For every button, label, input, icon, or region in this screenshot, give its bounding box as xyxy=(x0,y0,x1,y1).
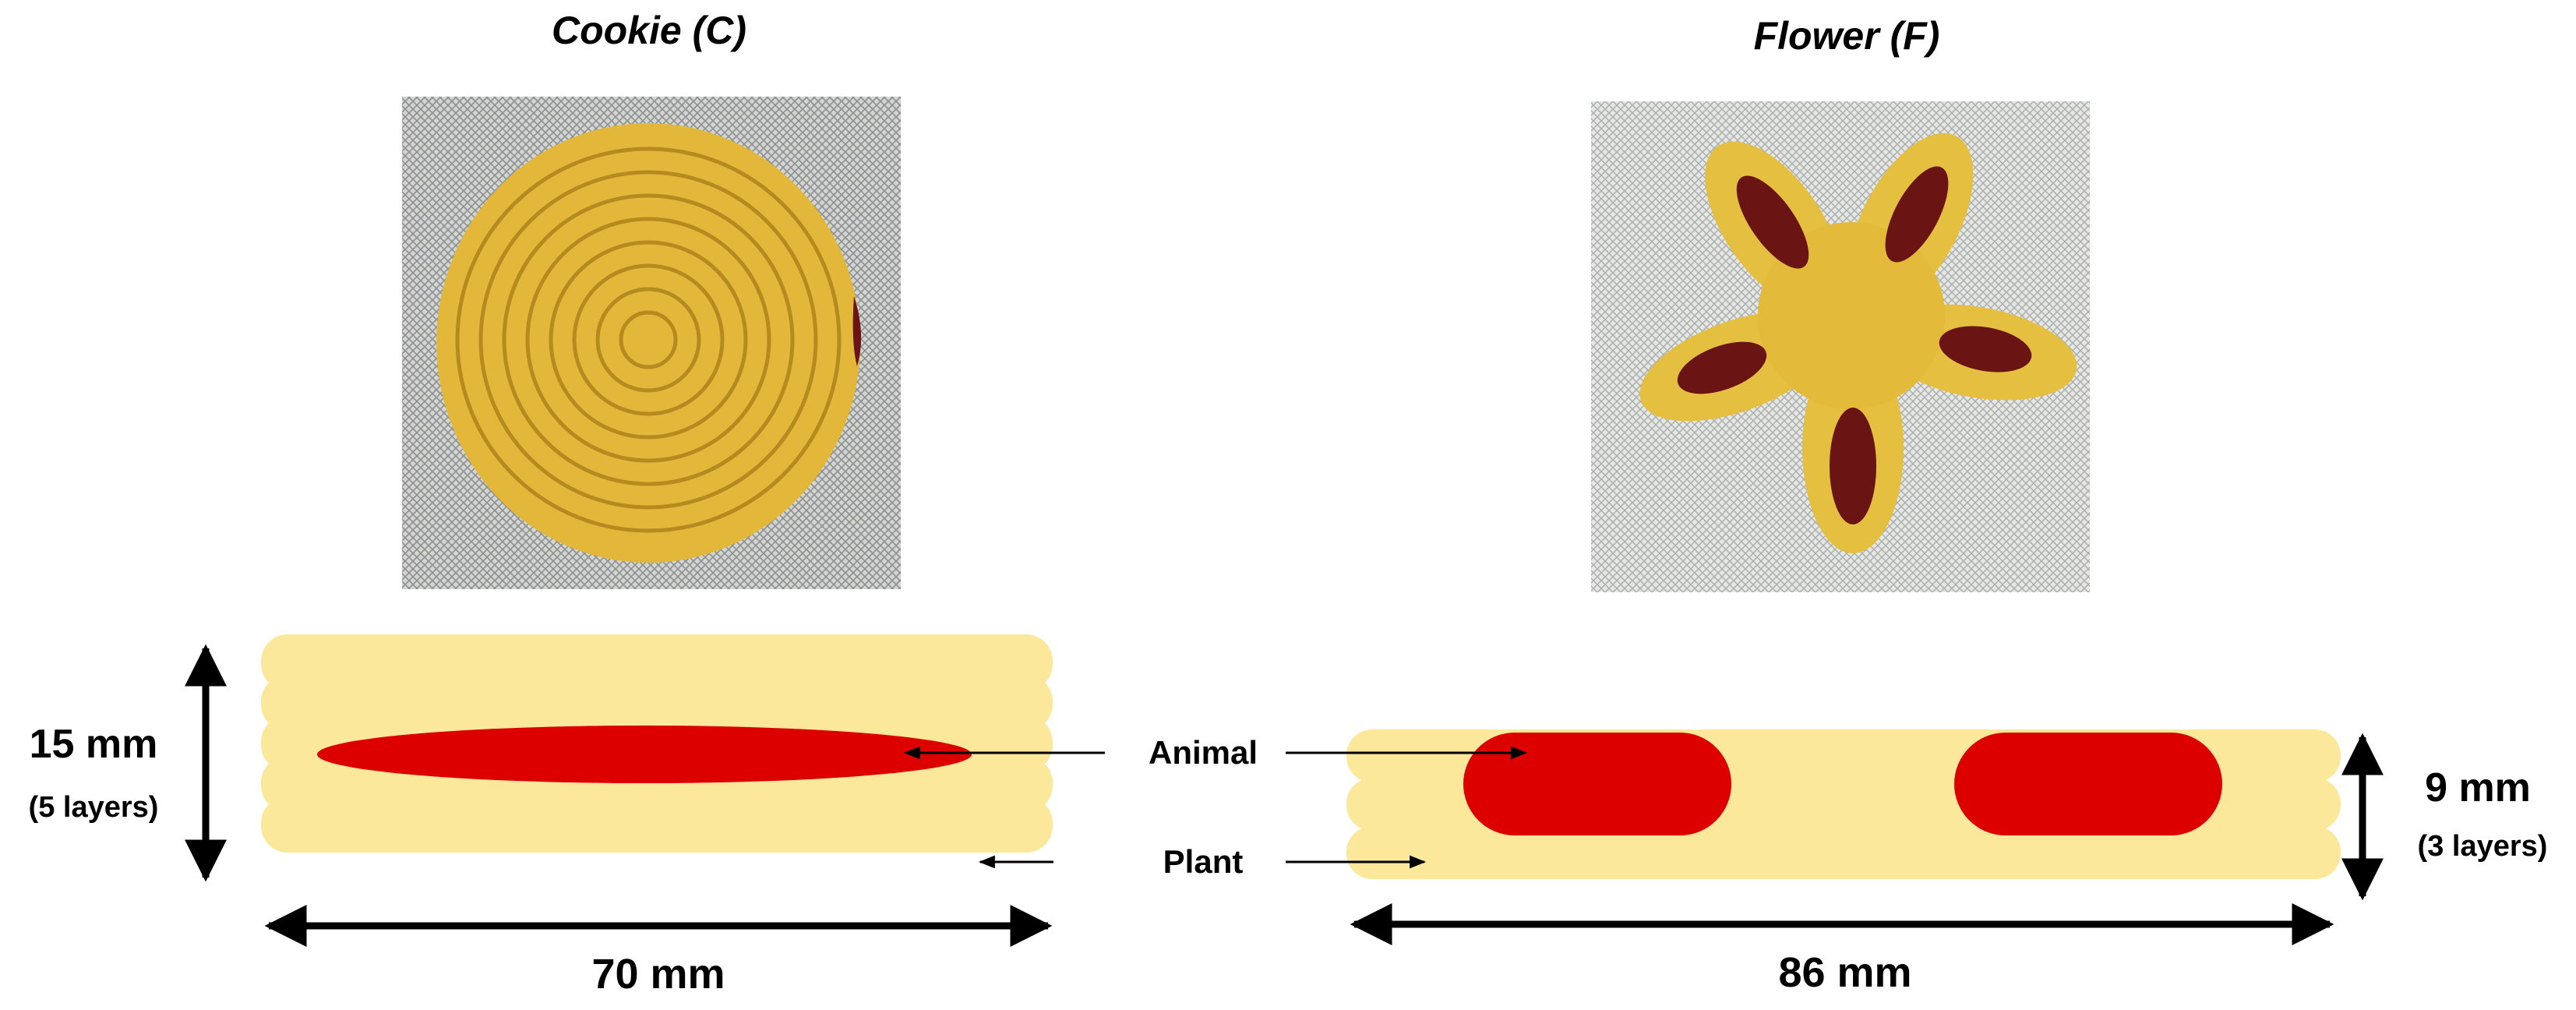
cookie-height-label: 15 mm xyxy=(30,722,158,767)
cookie-title: Cookie (C) xyxy=(552,9,746,52)
flower-animal-core-right xyxy=(1954,733,2222,835)
flower-fillings xyxy=(1677,166,2032,524)
cookie-spiral-rings xyxy=(455,147,842,533)
flower-animal-core-left xyxy=(1463,733,1731,835)
legend-pointers xyxy=(903,746,1528,869)
flower-layers-label: (3 layers) xyxy=(2418,830,2548,863)
flower-width-label: 86 mm xyxy=(1778,949,1911,996)
cookie-photo xyxy=(402,97,901,589)
cookie-animal-core xyxy=(317,726,972,783)
animal-label: Animal xyxy=(1149,734,1258,771)
flower-cross-section xyxy=(1346,729,2341,879)
cookie-width-label: 70 mm xyxy=(591,951,725,998)
cookie-layers-label: (5 layers) xyxy=(29,791,159,824)
flower-photo xyxy=(1591,101,2090,592)
flower-title: Flower (F) xyxy=(1754,14,1940,58)
dimension-arrows xyxy=(185,644,2384,947)
flower-height-label: 9 mm xyxy=(2425,765,2531,810)
plant-label: Plant xyxy=(1163,843,1244,880)
cookie-cross-section xyxy=(261,634,1053,853)
